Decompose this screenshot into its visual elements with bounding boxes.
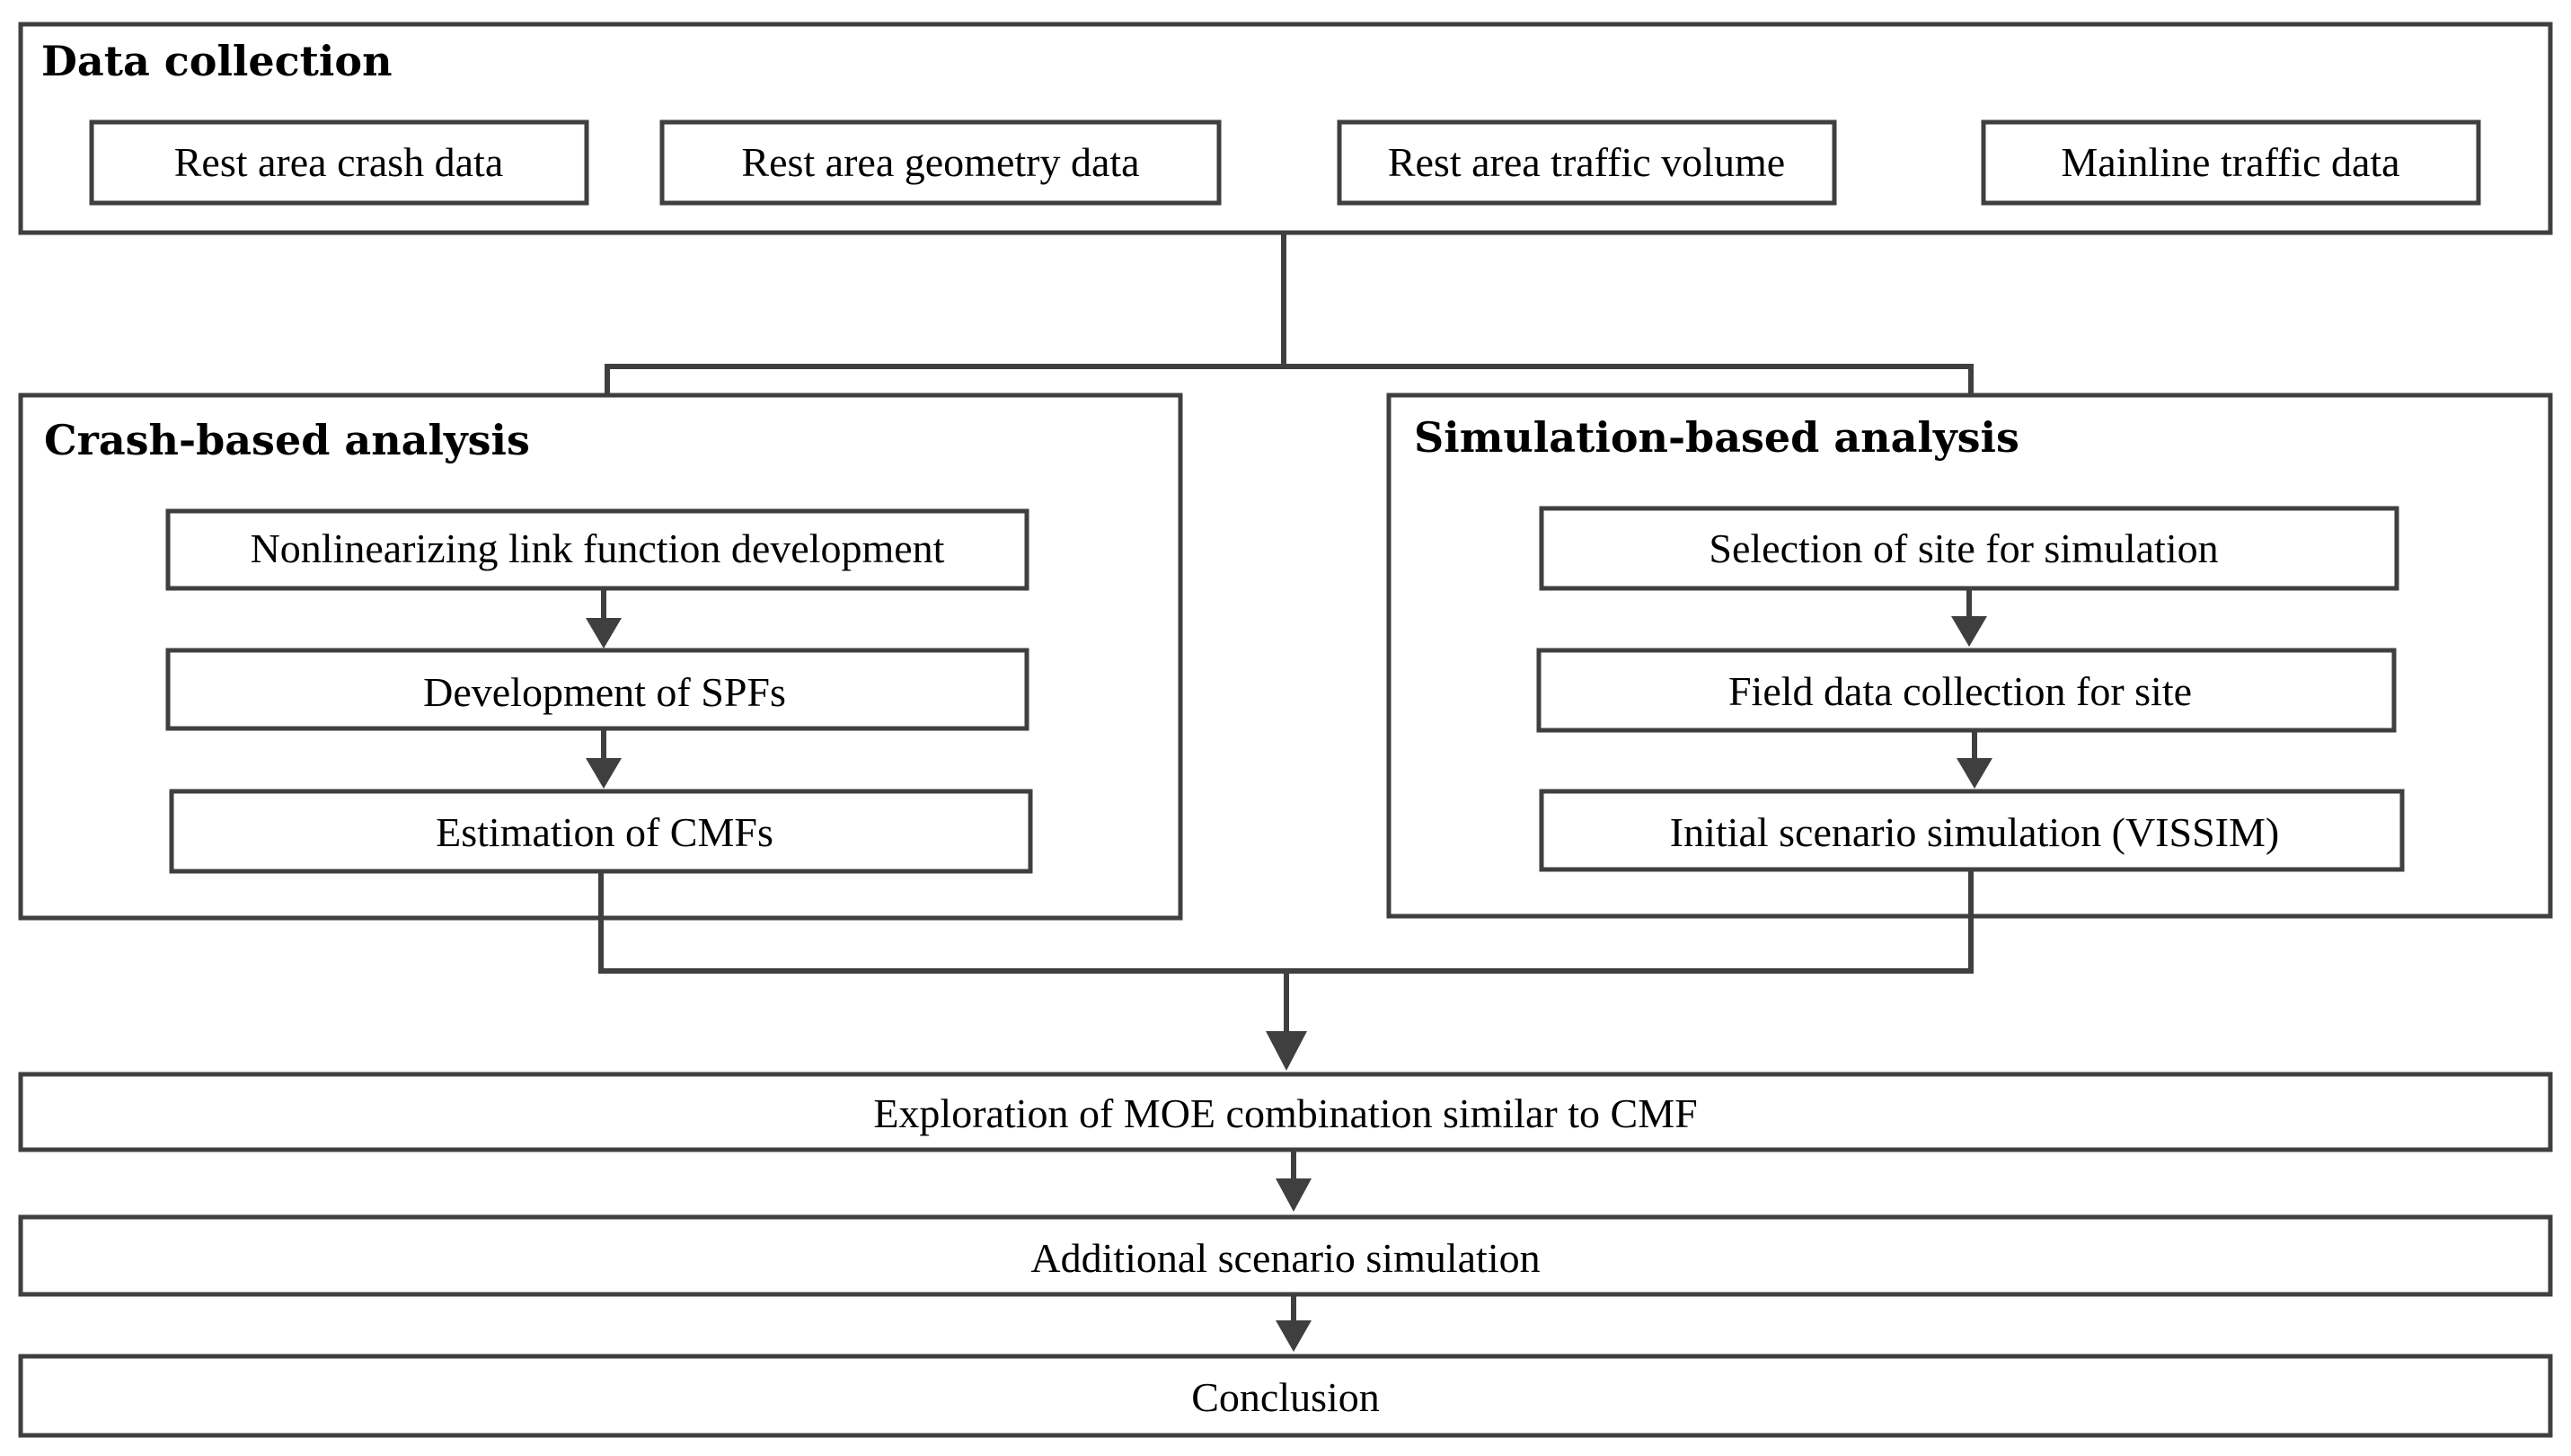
spf-box bbox=[165, 648, 1029, 731]
simulation-arrow-1 bbox=[1951, 616, 1987, 647]
crash-arrow-1 bbox=[586, 618, 622, 649]
geometry-data-box bbox=[659, 119, 1222, 206]
conclusion-box bbox=[18, 1354, 2553, 1438]
cmf-label: Estimation of CMFs bbox=[436, 809, 773, 855]
simulation-analysis-title: Simulation-based analysis bbox=[1414, 413, 2019, 462]
traffic-volume-label: Rest area traffic volume bbox=[1388, 139, 1785, 185]
mainline-data-label: Mainline traffic data bbox=[2061, 139, 2399, 185]
field-data-box bbox=[1536, 648, 2397, 733]
initial-simulation-label: Initial scenario simulation (VISSIM) bbox=[1670, 809, 2279, 855]
data-collection-group: Data collection Rest area crash data Res… bbox=[18, 22, 2553, 235]
arrow-to-conclusion bbox=[1276, 1320, 1312, 1352]
traffic-volume-box bbox=[1337, 119, 1837, 206]
final-steps-group: Exploration of MOE combination similar t… bbox=[18, 1072, 2553, 1438]
arrow-to-additional-simulation bbox=[1276, 1178, 1312, 1212]
arrow-to-exploration bbox=[1266, 1031, 1307, 1071]
field-data-label: Field data collection for site bbox=[1728, 668, 2192, 714]
data-collection-title: Data collection bbox=[41, 37, 393, 85]
simulation-analysis-group: Simulation-based analysis Selection of s… bbox=[1386, 393, 2553, 919]
link-function-label: Nonlinearizing link function development bbox=[251, 525, 945, 571]
crash-data-box bbox=[89, 119, 589, 206]
crash-analysis-group: Crash-based analysis Nonlinearizing link… bbox=[18, 393, 1183, 921]
site-selection-box bbox=[1539, 506, 2399, 591]
geometry-data-label: Rest area geometry data bbox=[741, 139, 1139, 185]
cmf-box bbox=[169, 789, 1033, 874]
crash-data-label: Rest area crash data bbox=[174, 139, 504, 185]
mainline-data-box bbox=[1981, 119, 2481, 206]
simulation-arrow-2 bbox=[1957, 758, 1992, 789]
additional-simulation-label: Additional scenario simulation bbox=[1030, 1235, 1540, 1281]
additional-simulation-box bbox=[18, 1214, 2553, 1297]
crash-arrow-2 bbox=[586, 758, 622, 789]
link-function-box bbox=[165, 508, 1029, 591]
site-selection-label: Selection of site for simulation bbox=[1709, 525, 2218, 571]
exploration-box bbox=[18, 1072, 2553, 1152]
spf-label: Development of SPFs bbox=[423, 669, 786, 715]
merge-connector bbox=[598, 869, 1974, 1071]
crash-analysis-title: Crash-based analysis bbox=[44, 416, 530, 464]
exploration-label: Exploration of MOE combination similar t… bbox=[873, 1090, 1697, 1136]
conclusion-label: Conclusion bbox=[1191, 1374, 1380, 1420]
